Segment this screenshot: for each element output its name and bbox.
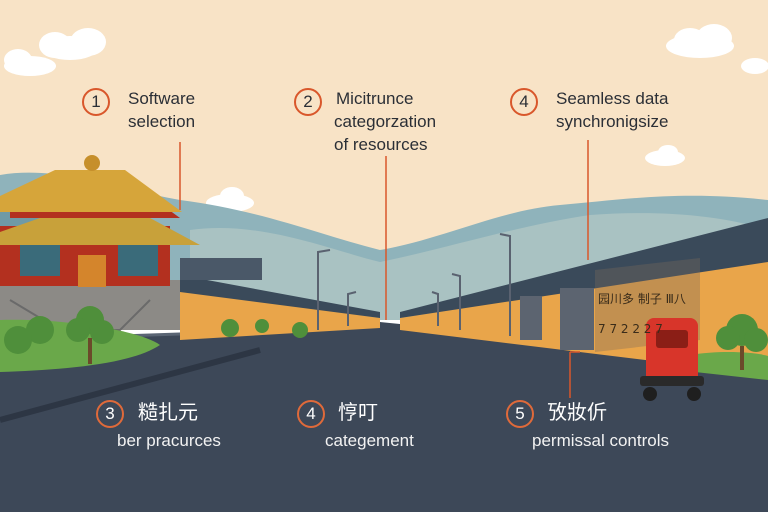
tree-icon (4, 306, 768, 370)
wall-sign-top: 园川多 制子 Ⅲ八 (598, 292, 686, 306)
callout-cjk-title: 悙叮 (338, 400, 378, 424)
step-number-badge: 5 (506, 400, 534, 428)
step-number-badge: 4 (510, 88, 538, 116)
callout-cjk-title: 攷妝伒 (547, 400, 607, 424)
callout-label-line-1: Micitrunce (336, 89, 414, 108)
callout-cjk-title: 糙扎元 (138, 400, 198, 424)
wall-sign-bottom: 7 7 2 2 2 7 (598, 322, 663, 336)
callout-label-line-2: categorzation (334, 112, 437, 131)
step-number-badge: 2 (294, 88, 322, 116)
cloud-icon (4, 24, 768, 212)
grass-right (690, 352, 768, 380)
callout-label: permissal controls (532, 431, 669, 450)
pagoda (0, 155, 200, 331)
step-number-badge: 1 (82, 88, 110, 116)
step-number-badge: 4 (297, 400, 325, 428)
robot-icon (640, 318, 704, 401)
callout-label: categement (325, 431, 414, 450)
step-number-badge: 3 (96, 400, 124, 428)
callout-label-line-2: synchronigsize (556, 112, 669, 131)
callout-label: ber pracurces (117, 431, 221, 450)
callout-label-line-1: Seamless data (556, 89, 669, 108)
callout-label-line-1: Software (128, 89, 196, 108)
callout-label-line-2: selection (128, 112, 196, 131)
callout-label-line-3: of resources (334, 135, 428, 154)
